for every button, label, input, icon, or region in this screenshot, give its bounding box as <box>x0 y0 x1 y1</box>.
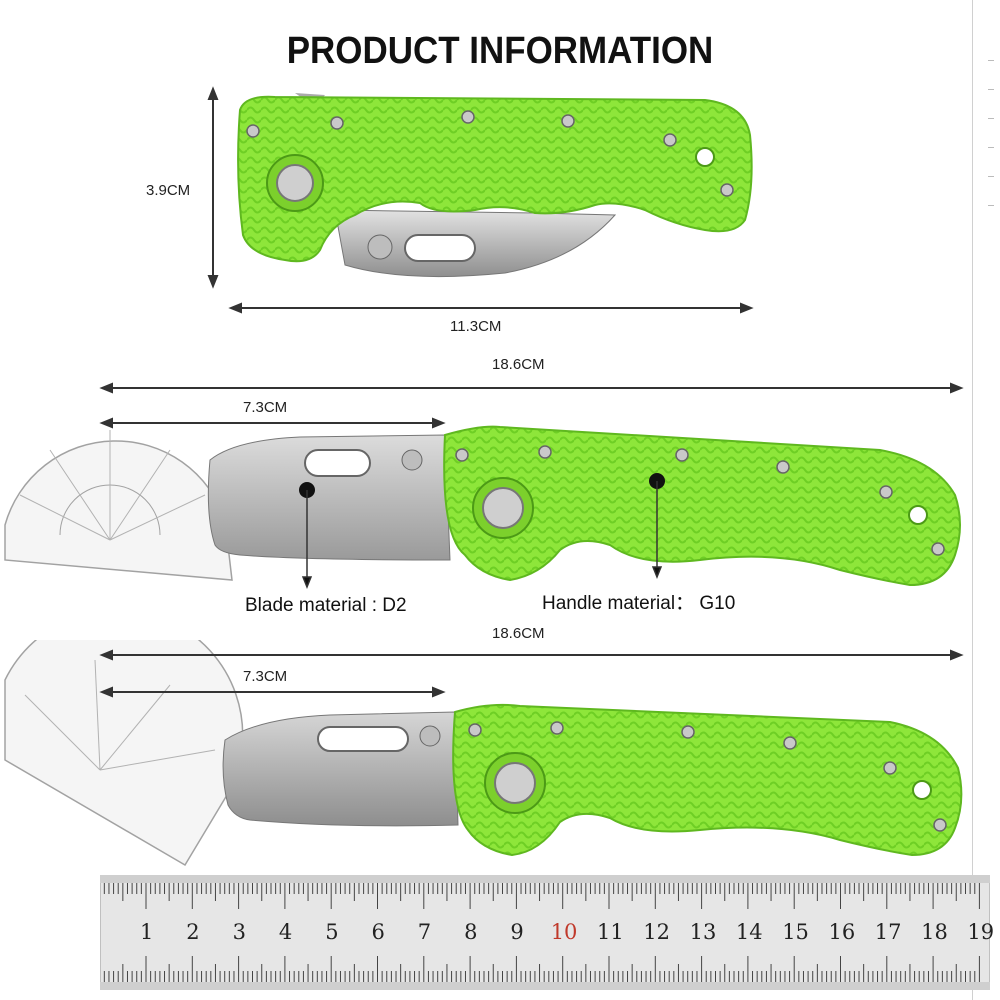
ruler-number: 11 <box>597 920 624 944</box>
open-length-arrow-2 <box>99 649 964 661</box>
blade-length-dimension-1: 7.3CM <box>243 399 288 416</box>
ruler-number: 9 <box>510 920 524 944</box>
open-length-dimension-1: 18.6CM <box>492 356 545 373</box>
ruler-number: 15 <box>782 920 809 944</box>
blade-length-arrow-1 <box>99 417 446 429</box>
ruler-number: 6 <box>371 920 385 944</box>
ruler-number: 19 <box>967 920 995 944</box>
blade-material-callout <box>299 482 315 590</box>
handle-material-callout <box>649 473 665 580</box>
closed-length-dimension: 11.3CM <box>450 318 502 335</box>
ruler <box>100 875 990 990</box>
ruler-number: 10 <box>550 920 578 944</box>
closed-handle <box>237 95 753 263</box>
protractor-1 <box>4 430 233 581</box>
ruler-number: 12 <box>643 920 671 944</box>
height-dimension: 3.9CM <box>146 182 191 199</box>
blade-length-arrow-2 <box>99 686 446 698</box>
closed-length-dimension-arrow <box>228 302 754 314</box>
protractor-2 <box>4 640 244 867</box>
open-length-dimension-2: 18.6CM <box>492 625 545 642</box>
ruler-number: 3 <box>232 920 246 944</box>
page-title: PRODUCT INFORMATION <box>286 30 714 72</box>
ruler-number: 7 <box>417 920 432 944</box>
ruler-number: 18 <box>921 920 948 944</box>
closed-knife-figure <box>207 86 754 314</box>
scrollbar-marks <box>988 60 996 234</box>
ruler-number: 16 <box>828 920 856 944</box>
blade-length-dimension-2: 7.3CM <box>243 668 288 685</box>
frame-divider <box>972 0 973 1000</box>
open-length-arrow-1 <box>99 382 964 394</box>
handle-material-label: Handle material： G10 <box>542 593 736 614</box>
open-handle-1 <box>443 425 961 587</box>
ruler-number: 13 <box>689 920 717 944</box>
ruler-number: 17 <box>874 920 902 944</box>
blade-material-label: Blade material : D2 <box>245 595 407 616</box>
open-knife-figure-2 <box>4 640 964 867</box>
ruler-number: 14 <box>735 920 763 944</box>
ruler-number: 5 <box>325 920 339 944</box>
open-handle-2 <box>452 703 963 857</box>
ruler-number: 2 <box>186 920 200 944</box>
ruler-number: 8 <box>464 920 478 944</box>
ruler-number: 4 <box>278 920 293 944</box>
height-dimension-arrow <box>207 86 219 289</box>
ruler-number: 1 <box>140 920 154 944</box>
open-blade-1 <box>207 434 451 561</box>
open-knife-figure-1 <box>4 382 964 590</box>
